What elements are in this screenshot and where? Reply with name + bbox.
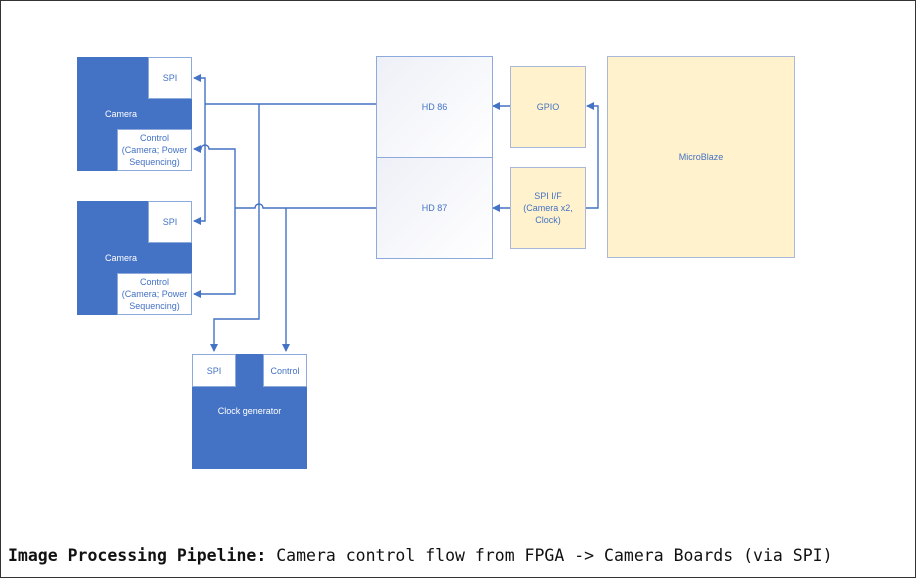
microblaze-block: MicroBlaze <box>607 56 795 258</box>
wire-spiif-gpio <box>586 102 599 209</box>
camera-2-spi-port: SPI <box>148 201 192 243</box>
clock-spi-port: SPI <box>192 354 236 387</box>
wire-spi1 <box>193 74 206 104</box>
hd87-connector: HD 87 <box>376 157 493 259</box>
caption: Image Processing Pipeline: Camera contro… <box>8 546 833 565</box>
wire-hd87-bus <box>235 203 376 209</box>
wire-control1 <box>193 144 236 208</box>
wire-spi2 <box>193 104 206 225</box>
clock-generator-label: Clock generator <box>217 406 282 416</box>
camera-2-control-port: Control (Camera; Power Sequencing) <box>117 273 192 315</box>
hd86-connector: HD 86 <box>376 56 493 158</box>
wire-clock-spi <box>210 104 260 352</box>
spi-if-block: SPI I/F (Camera x2, Clock) <box>510 167 586 249</box>
camera-1-control-port: Control (Camera; Power Sequencing) <box>117 129 192 171</box>
caption-title: Image Processing Pipeline: <box>8 546 267 565</box>
clock-control-port: Control <box>263 354 307 387</box>
gpio-block: GPIO <box>510 66 586 148</box>
caption-text: Camera control flow from FPGA -> Camera … <box>266 546 833 565</box>
wire-control2 <box>193 208 236 298</box>
camera-2-label: Camera <box>105 253 138 263</box>
camera-1-label: Camera <box>105 109 138 119</box>
camera-1-spi-port: SPI <box>148 57 192 99</box>
